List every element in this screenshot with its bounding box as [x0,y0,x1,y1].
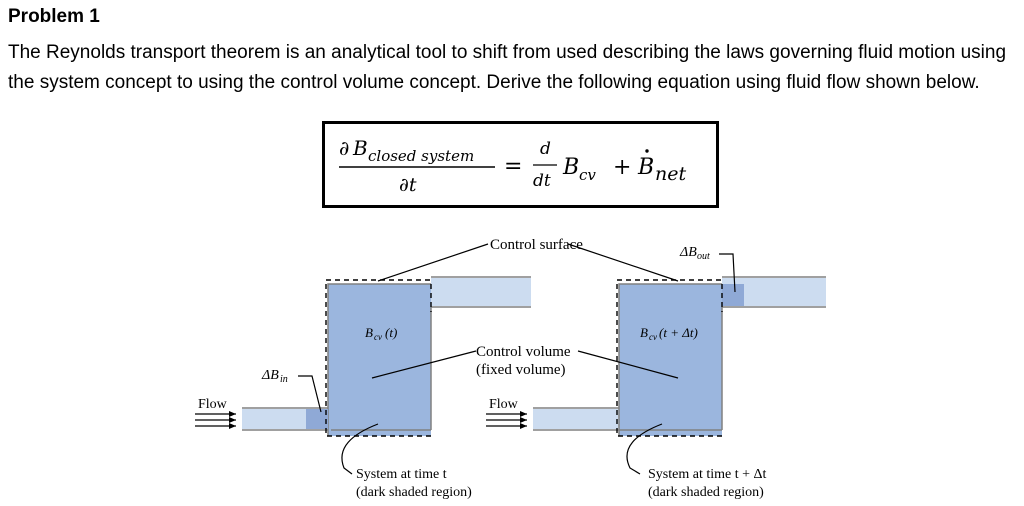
left-outlet-pipe [431,278,531,306]
system-t-shaded-label: (dark shaded region) [356,485,472,500]
delta-b-out-label: ΔB out [679,245,710,262]
svg-text:(t): (t) [385,325,397,340]
leader-control-volume-right [577,350,679,379]
leader-system-t-dt [626,423,663,475]
left-delta-b-in-region [306,409,328,429]
equation-box: ∂ B closed system ∂t = d dt B cv + B net [322,121,719,208]
system-t-label: System at time t [356,467,447,482]
flow-arrow-left [195,411,236,429]
eq-dt: dt [533,171,551,191]
problem-text: The Reynolds transport theorem is an ana… [8,42,1007,93]
flow-arrow-mid [486,411,527,429]
eq-dot [645,149,649,153]
svg-text:cv: cv [374,332,382,342]
eq-equals: = [504,154,522,179]
eq-b-closed: B [352,136,368,160]
flow-label-mid: Flow [489,397,519,412]
leader-system-t [341,423,379,475]
svg-text:out: out [697,251,710,262]
right-inlet-pipe [533,409,619,429]
svg-text:B: B [640,325,648,340]
flow-label-left: Flow [198,397,228,412]
leader-delta-b-in [298,375,322,413]
eq-plus: + [613,155,631,180]
system-t-dt-shaded-label: (dark shaded region) [648,485,764,500]
problem-title: Problem 1 [8,6,100,27]
left-diagram [242,276,531,437]
eq-sub-net: net [655,163,686,185]
leader-control-volume-left [371,350,477,379]
rtt-figure: Control surface ΔB out B cv (t) B cv (t … [195,237,826,500]
right-system-region [619,284,722,436]
eq-b-cv: B [562,155,579,180]
control-volume-label: Control volume [476,344,571,360]
right-diagram [533,276,826,437]
eq-partial: ∂ [339,136,349,160]
leader-delta-b-out [719,253,736,293]
svg-text:(t + Δt): (t + Δt) [659,325,698,340]
fixed-volume-label: (fixed volume) [476,362,566,378]
leader-control-surface-left [377,243,489,282]
svg-text:B: B [365,325,373,340]
right-control-surface [616,284,723,437]
eq-b-net: B [637,155,654,180]
svg-text:in: in [280,374,288,385]
delta-b-in-label: ΔB in [261,368,288,385]
svg-text:cv: cv [649,332,657,342]
leader-control-surface-right [567,243,679,282]
system-t-dt-label: System at time t + Δt [648,467,767,482]
left-control-surface [325,284,432,437]
svg-text:ΔB: ΔB [261,368,279,383]
left-system-region [328,284,431,436]
eq-d: d [540,139,551,159]
b-cv-t-dt-label: B cv (t + Δt) [640,325,698,342]
control-surface-label: Control surface [490,237,583,253]
eq-sub-cv: cv [579,166,596,184]
eq-subscript-closed: closed system [368,147,474,165]
equation: ∂ B closed system ∂t = d dt B cv + B net [339,136,686,196]
right-delta-b-out-region [722,284,744,306]
b-cv-t-label: B cv (t) [365,325,397,342]
eq-denominator: ∂t [399,174,417,196]
svg-text:ΔB: ΔB [679,245,697,260]
